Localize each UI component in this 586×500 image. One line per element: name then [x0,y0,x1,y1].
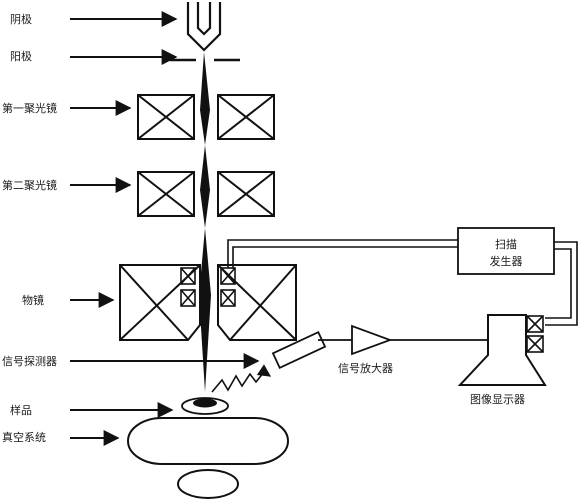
scan-coils [180,267,236,307]
scan-generator-label-1: 扫描 [495,237,517,251]
vacuum-chamber [127,417,289,499]
label-cathode: 阴极 [10,12,32,26]
scan-generator-label-2: 发生器 [490,254,523,268]
label-condenser1: 第一聚光镜 [2,101,57,115]
label-condenser2: 第二聚光镜 [2,178,57,192]
emission-zigzag [211,364,272,393]
amplifier-symbol [351,324,393,356]
display-label: 图像显示器 [470,393,525,406]
image-display [457,314,547,386]
label-vacuum: 真空系统 [2,430,46,444]
label-detector: 信号探测器 [2,355,57,368]
label-objective: 物镜 [22,293,44,307]
detector [271,330,327,370]
cathode-gun [186,2,222,52]
sample [181,397,229,415]
objective-lens [119,264,297,341]
condenser-lens-2 [137,171,275,217]
amplifier-label: 信号放大器 [338,361,393,375]
scan-generator-box [457,227,555,275]
display-coils [526,315,544,353]
electron-beam [199,52,211,392]
label-arrows [70,11,260,446]
scan-wiring [227,239,578,326]
label-anode: 阳极 [10,49,32,63]
condenser-lens-1 [137,94,275,140]
label-sample: 样品 [10,403,32,417]
